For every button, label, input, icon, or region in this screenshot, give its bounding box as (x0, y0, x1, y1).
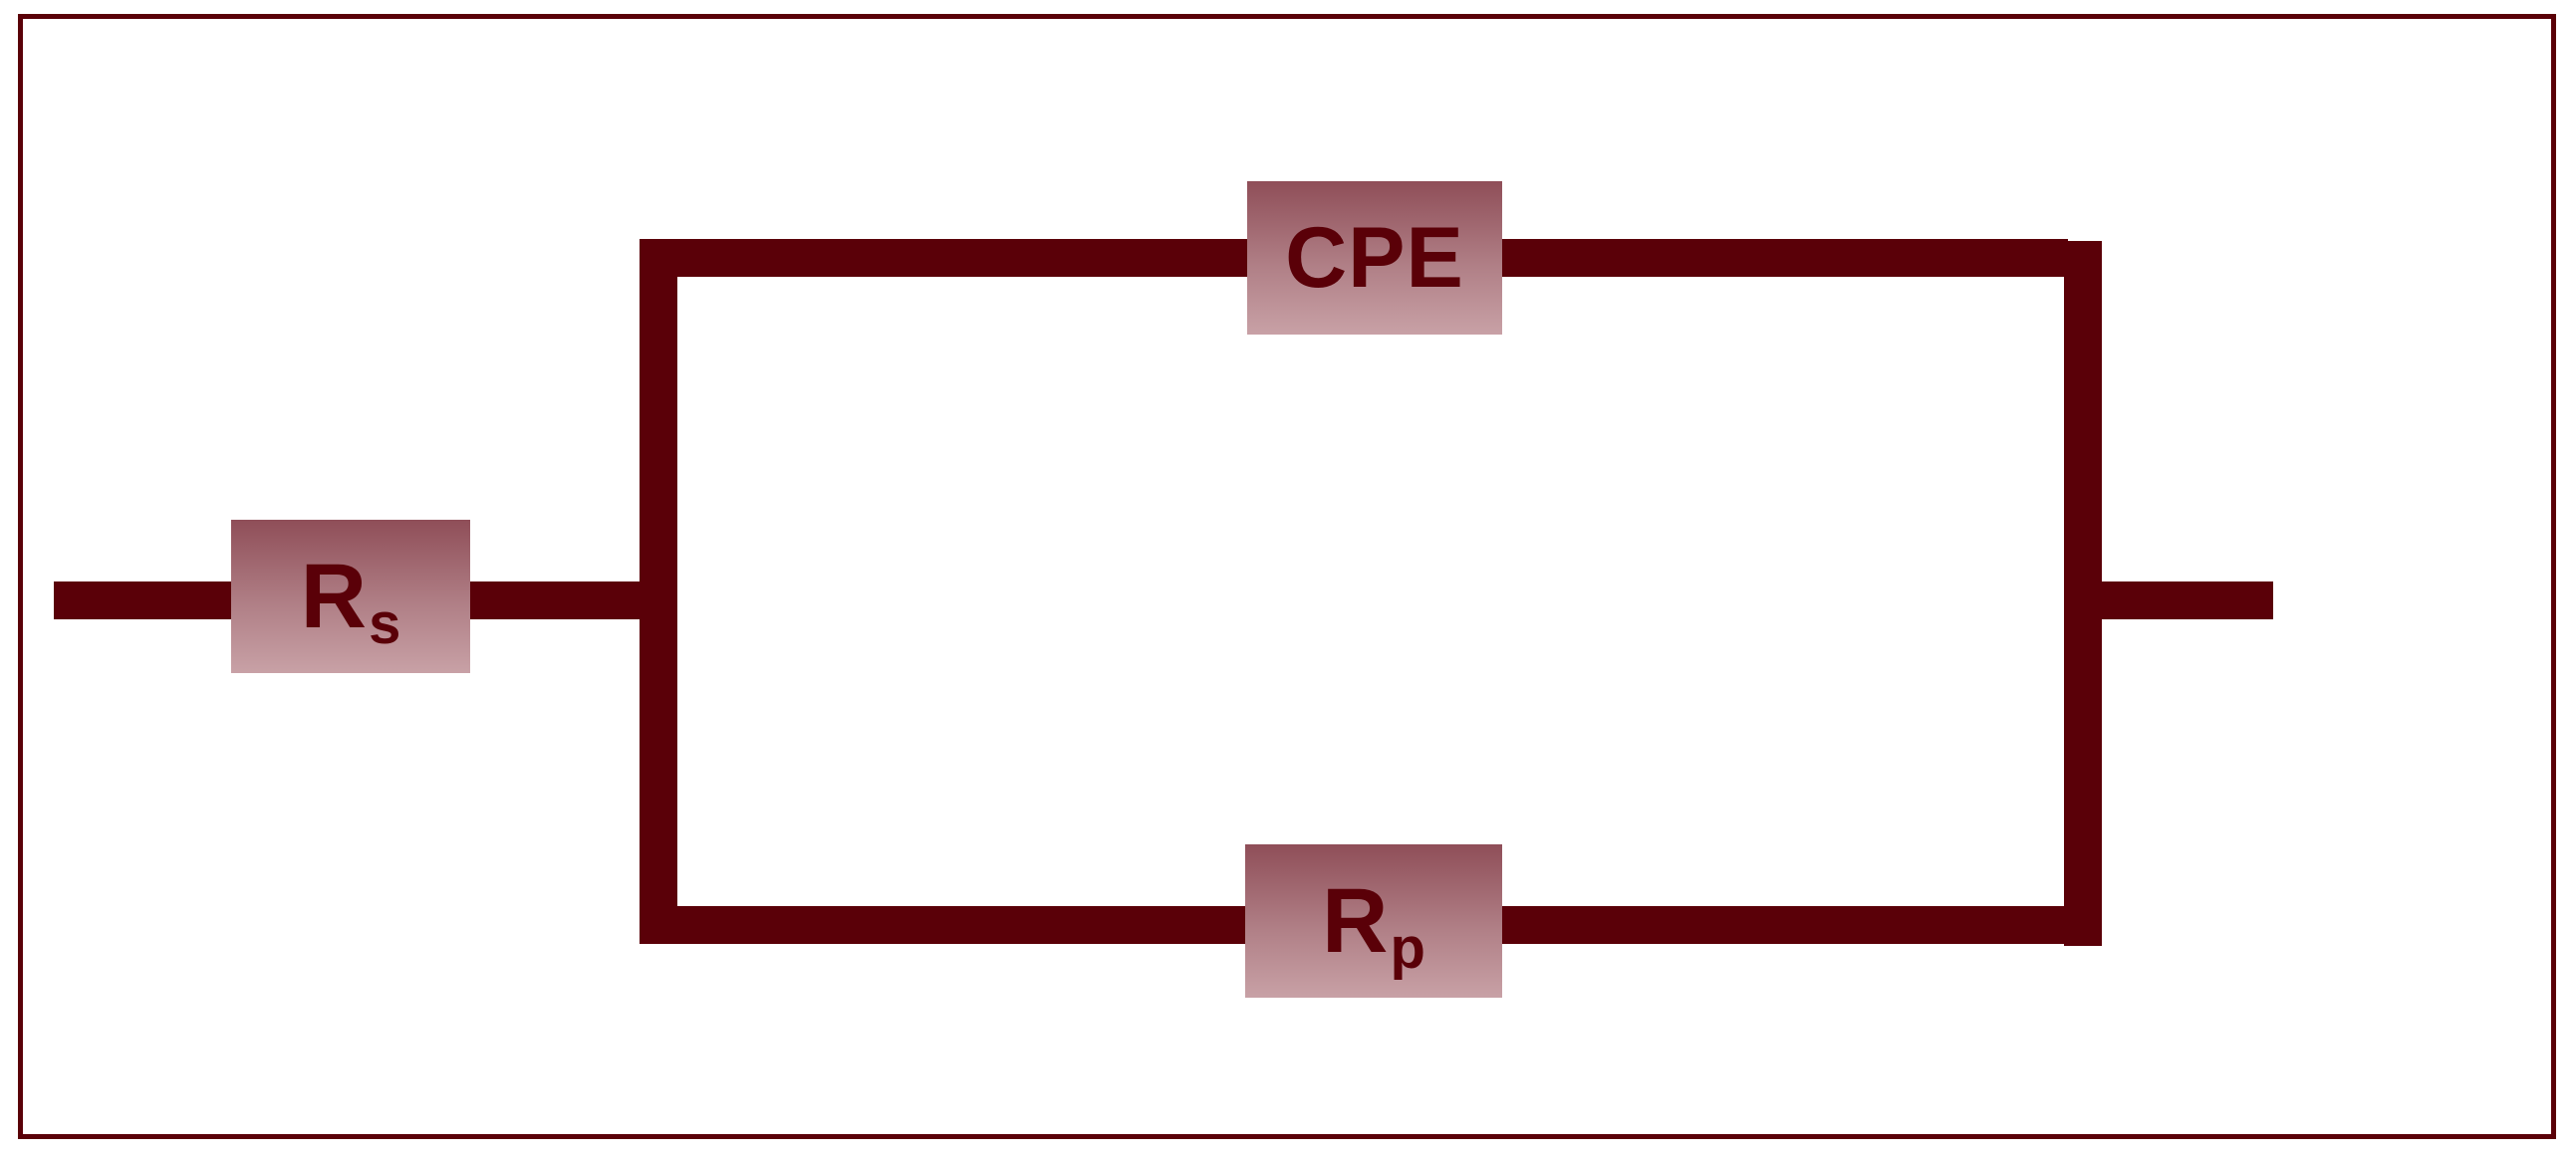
cpe-element: CPE (1247, 181, 1502, 335)
input-wire (54, 581, 233, 619)
rs-symbol: R (300, 546, 368, 647)
left-branch-bus (640, 239, 677, 944)
top-wire-left (657, 239, 1249, 277)
top-wire-right (1500, 239, 2068, 277)
rs-to-node-wire (466, 581, 645, 619)
rs-subscript: s (369, 591, 401, 656)
output-wire (2092, 581, 2273, 619)
cpe-label: CPE (1285, 210, 1464, 306)
rp-subscript: p (1390, 916, 1425, 981)
bottom-wire-right (1500, 906, 2068, 944)
bottom-wire-left (657, 906, 1249, 944)
diagram-frame (18, 14, 2556, 1139)
rp-symbol: R (1322, 870, 1389, 972)
